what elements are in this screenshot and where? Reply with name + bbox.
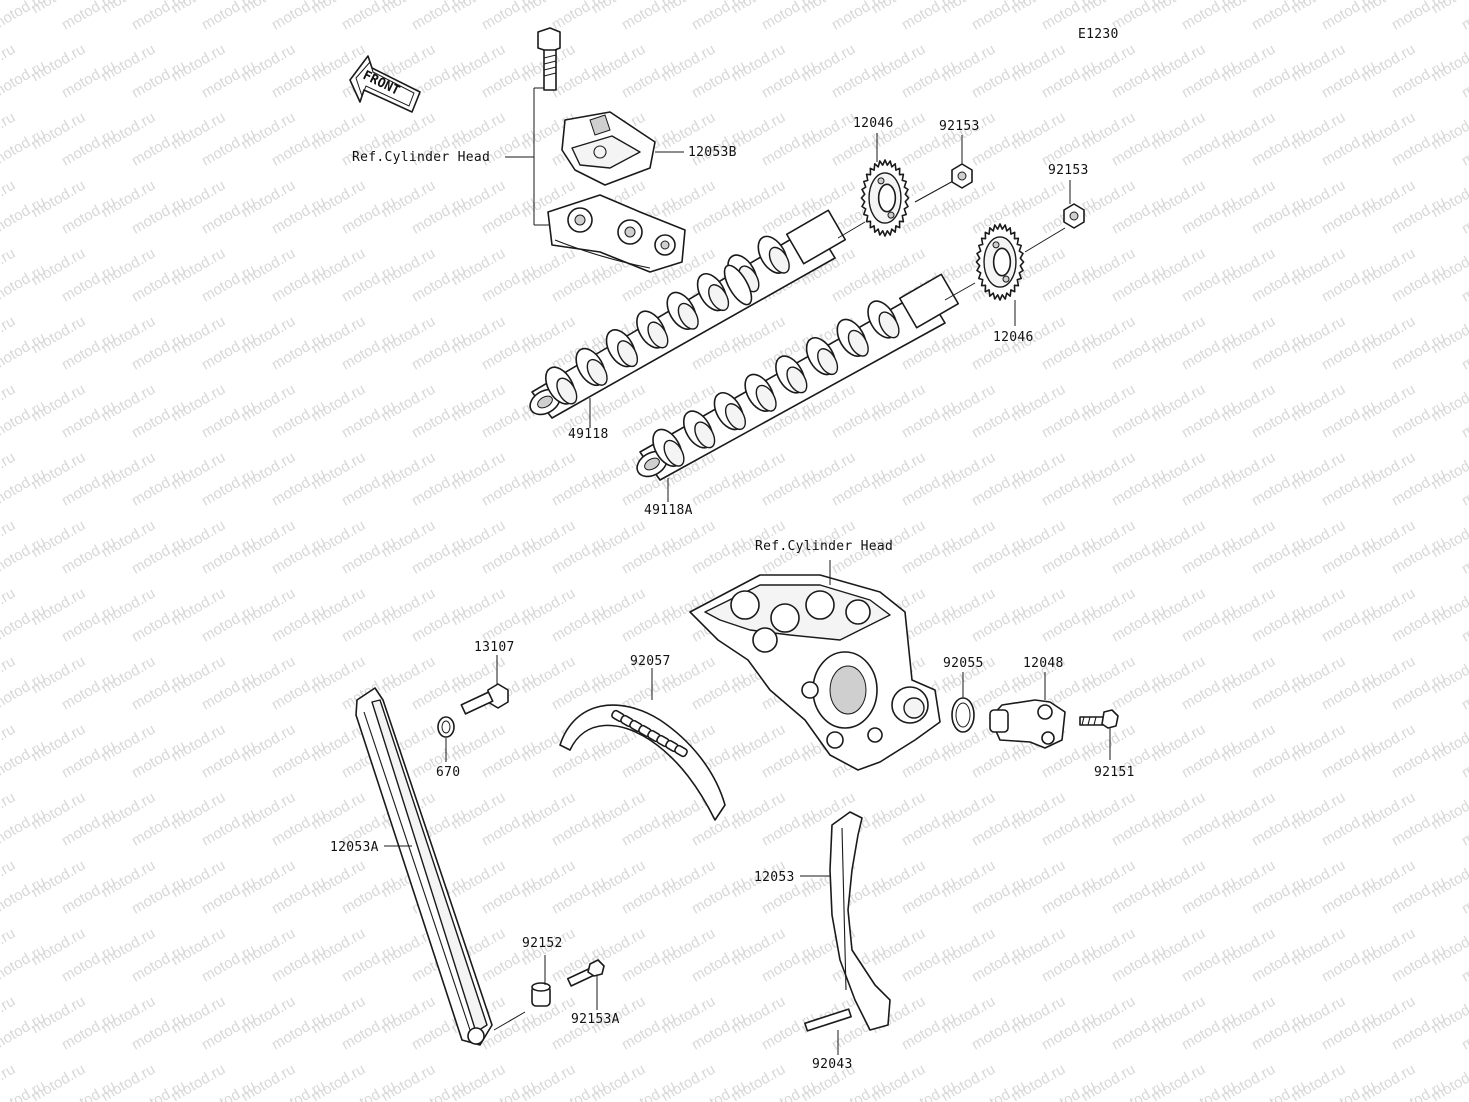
camshaft-cap-lower: [547, 194, 686, 273]
ref-head-top-leaders: [505, 87, 550, 226]
part-12053A[interactable]: 12053A: [330, 840, 379, 855]
part-12053[interactable]: 12053: [754, 870, 795, 885]
dowel-pin-92043: [804, 1008, 852, 1055]
svg-text:motod.ru: motod.ru: [199, 0, 259, 34]
cam-sprocket-12046-upper: [860, 159, 956, 237]
part-670[interactable]: 670: [436, 765, 461, 780]
part-49118[interactable]: 49118: [568, 427, 609, 442]
part-92153-lower[interactable]: 92153: [1048, 163, 1089, 178]
part-12053B[interactable]: 12053B: [688, 145, 737, 160]
svg-text:motod.ru: motod.ru: [549, 0, 609, 34]
svg-text:motod.ru: motod.ru: [479, 0, 539, 34]
guide-bolt-13107: [460, 655, 509, 715]
guide-bolt-92153A: [566, 959, 605, 1010]
svg-text:motod.ru: motod.ru: [59, 0, 119, 34]
ref-cylinder-head-top: Ref.Cylinder Head: [352, 150, 491, 165]
cylinder-head: [689, 560, 941, 771]
camshaft-49118A: [636, 273, 976, 481]
svg-text:motod.ru: motod.ru: [759, 0, 819, 34]
part-13107[interactable]: 13107: [474, 640, 515, 655]
leader-lines: [589, 133, 1071, 502]
part-49118A[interactable]: 49118A: [644, 503, 693, 518]
svg-text:motod.ru: motod.ru: [899, 0, 959, 34]
tensioner-bolt-92151: [1079, 709, 1119, 760]
chain-guide-12053: [800, 811, 891, 1031]
part-92057[interactable]: 92057: [630, 654, 671, 669]
sprocket-bolt-92153-upper: [951, 163, 973, 189]
svg-text:motod.ru: motod.ru: [1389, 0, 1449, 34]
svg-text:motod.ru: motod.ru: [619, 0, 679, 34]
ref-cylinder-head-mid: Ref.Cylinder Head: [755, 539, 894, 554]
part-12046-upper[interactable]: 12046: [853, 116, 894, 131]
chain-guide-upper-12053B: [561, 111, 684, 186]
svg-text:motod.ru: motod.ru: [1459, 0, 1469, 34]
svg-text:motod.ru: motod.ru: [1319, 0, 1379, 34]
part-92153A[interactable]: 92153A: [571, 1012, 620, 1027]
cam-sprocket-12046-lower: [975, 223, 1066, 301]
svg-text:motod.ru: motod.ru: [1179, 0, 1239, 34]
part-92043[interactable]: 92043: [812, 1057, 853, 1072]
part-92152[interactable]: 92152: [522, 936, 563, 951]
timing-chain-92057: [559, 668, 726, 821]
part-92151[interactable]: 92151: [1094, 765, 1135, 780]
sprocket-bolt-92153-lower: [1063, 203, 1085, 229]
svg-text:motod.ru: motod.ru: [689, 0, 749, 34]
svg-text:motod.ru: motod.ru: [129, 0, 189, 34]
svg-text:motod.ru: motod.ru: [269, 0, 329, 34]
chain-tensioner-12048: [989, 672, 1066, 749]
part-92055[interactable]: 92055: [943, 656, 984, 671]
svg-text:motod.ru: motod.ru: [1249, 0, 1309, 34]
collar-92152: [531, 955, 551, 1007]
svg-text:motod.ru: motod.ru: [829, 0, 889, 34]
part-12046-lower[interactable]: 12046: [993, 330, 1034, 345]
svg-text:motod.ru: motod.ru: [409, 0, 469, 34]
chain-guide-12053A: [355, 687, 526, 1046]
cam-cap-bolt: [537, 27, 561, 91]
part-12048[interactable]: 12048: [1023, 656, 1064, 671]
camshaft-49118: [529, 209, 866, 419]
o-ring-92055: [951, 672, 975, 733]
part-92153-upper[interactable]: 92153: [939, 119, 980, 134]
svg-text:motod.ru: motod.ru: [339, 0, 399, 34]
svg-text:motod.ru: motod.ru: [0, 0, 49, 34]
diagram-code: E1230: [1078, 27, 1119, 42]
washer-670: [437, 716, 455, 762]
svg-text:motod.ru: motod.ru: [969, 0, 1029, 34]
